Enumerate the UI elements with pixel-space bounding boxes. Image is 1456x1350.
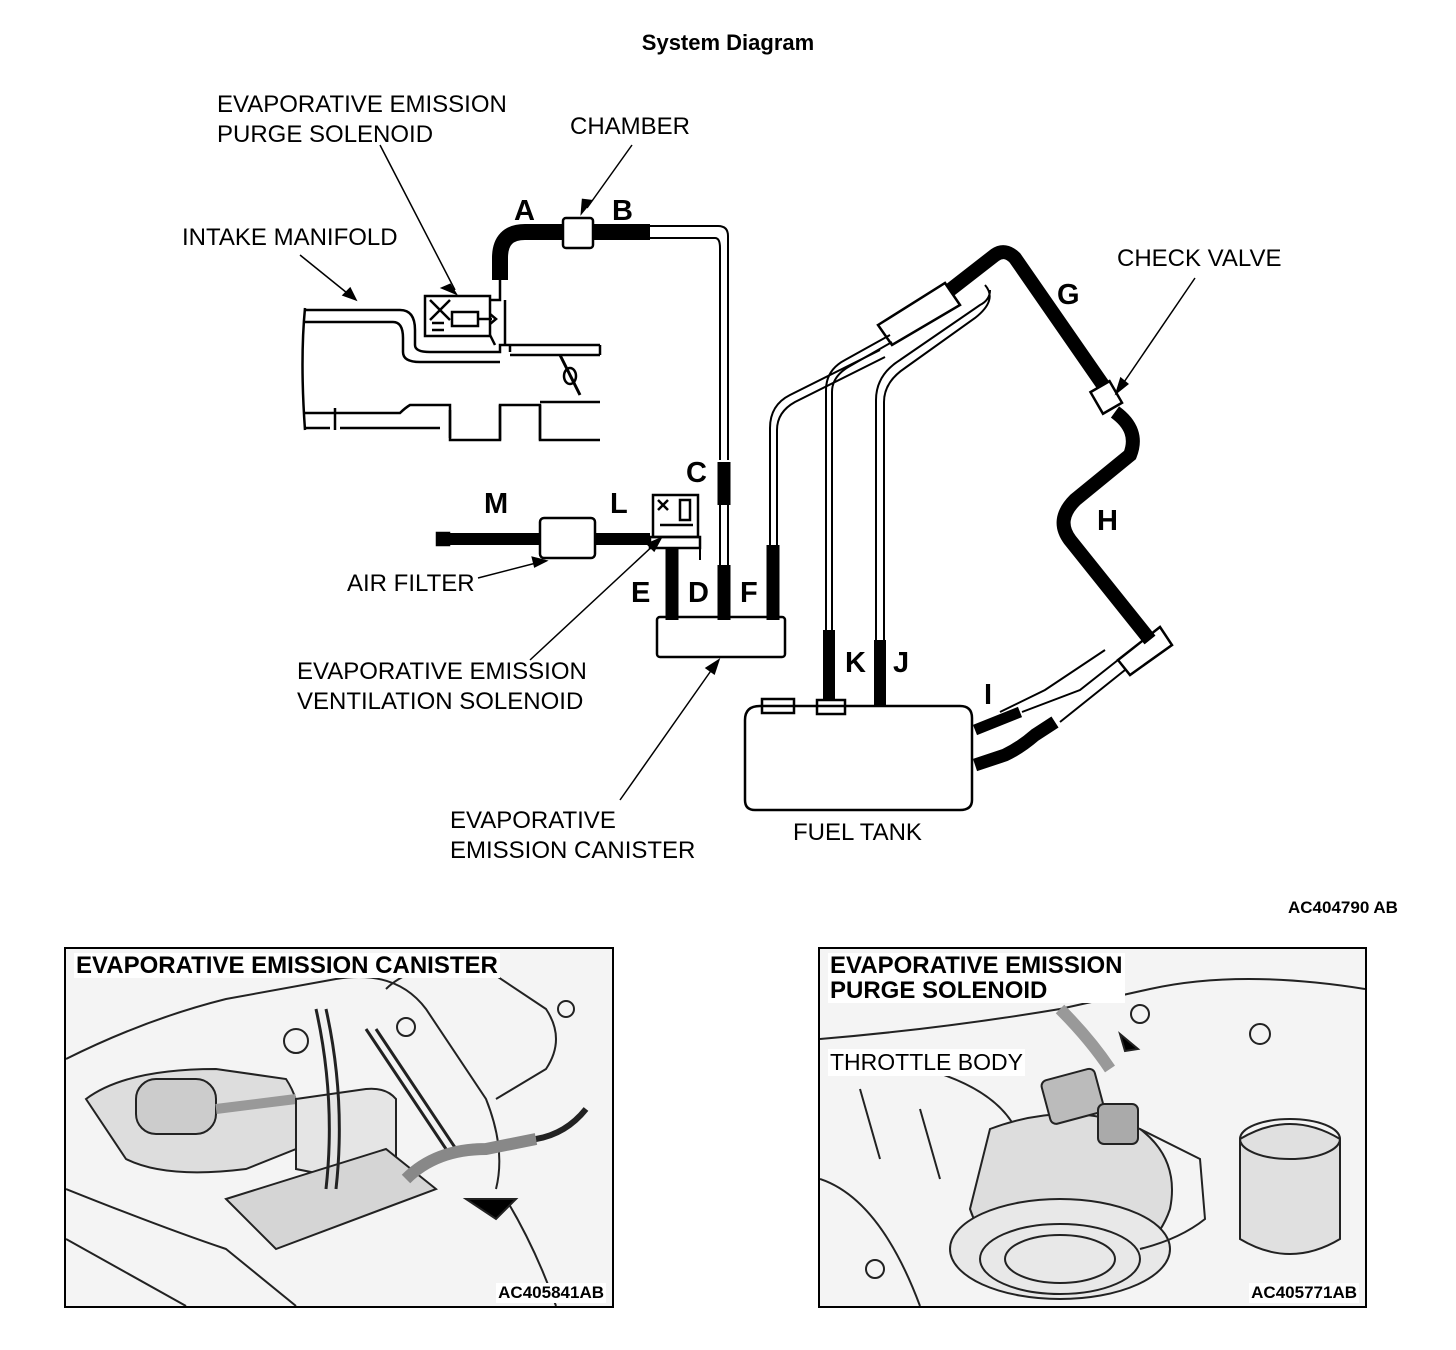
purge-solenoid-photo-illustration [820, 978, 1365, 1306]
hose-letter-e: E [631, 577, 651, 609]
canister-photo-code: AC405841AB [496, 1283, 606, 1303]
diagram-title: System Diagram [641, 30, 815, 55]
hose-letter-b: B [612, 195, 633, 227]
canister-label-1: EVAPORATIVE [450, 807, 616, 834]
purge-solenoid-photo-code: AC405771AB [1249, 1283, 1359, 1303]
hose-letter-m: M [484, 488, 509, 520]
intake-manifold-body [301, 307, 307, 431]
hose-letter-d: D [688, 577, 709, 609]
canister-photo-title: EVAPORATIVE EMISSION CANISTER [74, 952, 500, 979]
purge-solenoid-shape [423, 294, 492, 338]
hose-letter-f: F [740, 577, 758, 609]
canister-shape [655, 615, 787, 659]
hose-letter-a: A [514, 195, 535, 227]
chamber-label: CHAMBER [570, 113, 691, 140]
purge-solenoid-photo: EVAPORATIVE EMISSION PURGE SOLENOID THRO… [818, 947, 1367, 1308]
fuel-tank-label: FUEL TANK [793, 819, 922, 846]
air-filter-label: AIR FILTER [347, 570, 475, 597]
hose-letter-c: C [686, 457, 707, 489]
purge-solenoid-label-2: PURGE SOLENOID [217, 121, 434, 148]
hose-letter-k: K [845, 647, 866, 679]
hose-letter-h: H [1097, 505, 1118, 537]
check-valve-label: CHECK VALVE [1117, 245, 1282, 272]
chamber-shape [561, 216, 595, 250]
system-diagram-drawing [299, 144, 1196, 812]
purge-solenoid-photo-title: EVAPORATIVE EMISSION PURGE SOLENOID [828, 953, 1125, 1003]
purge-solenoid-photo-title-2: PURGE SOLENOID [830, 977, 1048, 1004]
hose-letter-j: J [893, 647, 910, 679]
air-filter-shape [538, 516, 597, 560]
hose-letter-g: G [1057, 279, 1080, 311]
ventilation-solenoid-label-2: VENTILATION SOLENOID [297, 688, 584, 715]
hose-letter-l: L [610, 488, 628, 520]
canister-photo-illustration [66, 965, 589, 1306]
figure-code: AC404790 AB [1288, 898, 1398, 917]
fuel-tank-shape [743, 704, 974, 812]
hose-letter-i: I [984, 679, 993, 711]
canister-label-2: EMISSION CANISTER [450, 837, 696, 864]
purge-solenoid-label-1: EVAPORATIVE EMISSION [217, 91, 507, 118]
intake-manifold-label: INTAKE MANIFOLD [182, 224, 398, 251]
throttle-body-label: THROTTLE BODY [828, 1049, 1025, 1076]
purge-solenoid-photo-title-1: EVAPORATIVE EMISSION [830, 952, 1123, 979]
ventilation-solenoid-label-1: EVAPORATIVE EMISSION [297, 658, 587, 685]
canister-photo: EVAPORATIVE EMISSION CANISTER AC405841AB [64, 947, 614, 1308]
